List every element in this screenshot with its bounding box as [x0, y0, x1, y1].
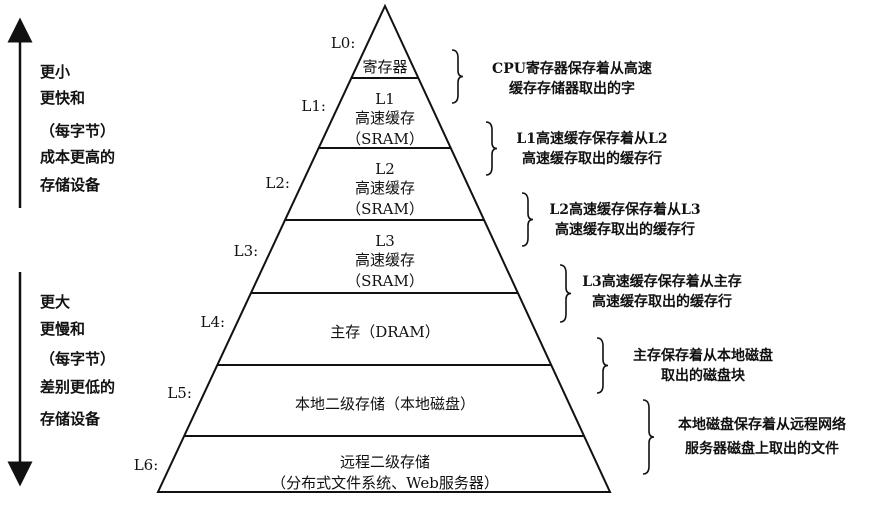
- level-2-text: （SRAM）: [346, 200, 424, 218]
- side-top-line: 更小: [40, 63, 70, 81]
- brace-icon: [521, 192, 534, 247]
- level-1-desc-line: L1高速缓存保存着从L2: [516, 130, 667, 147]
- level-1-label: L1:: [301, 97, 326, 115]
- level-3-text: 高速缓存: [355, 251, 415, 269]
- level-3-text: （SRAM）: [346, 272, 424, 290]
- level-1-text: L1: [375, 90, 395, 108]
- level-3-desc-line: 高速缓存取出的缓存行: [592, 293, 732, 310]
- level-6-label: L6:: [134, 456, 159, 474]
- level-5-text: 本地二级存储（本地磁盘）: [295, 395, 475, 413]
- level-3-text: L3: [375, 232, 395, 250]
- level-1-text: 高速缓存: [355, 109, 415, 127]
- level-0-desc-line: 缓存存储器取出的字: [509, 80, 635, 97]
- level-0: 寄存器 L0:: [331, 34, 408, 76]
- level-4-desc-line: 主存保存着从本地磁盘: [633, 347, 773, 364]
- brace-icon: [559, 264, 572, 323]
- level-5-label: L5:: [167, 384, 192, 402]
- pyramid-outline: [156, 3, 612, 493]
- side-bottom-line: 差别更低的: [40, 378, 115, 396]
- level-2-desc-line: 高速缓存取出的缓存行: [555, 221, 695, 238]
- level-5-desc-line: 本地磁盘保存着从远程网络: [678, 416, 846, 433]
- side-top-line: 成本更高的: [40, 148, 115, 166]
- level-2-text: L2: [375, 160, 395, 178]
- level-3: L3高速缓存 （SRAM） L3:: [234, 232, 424, 290]
- level-dividers: [184, 77, 585, 437]
- brace-icon: [642, 399, 655, 475]
- side-bottom-line: 更慢和: [40, 320, 85, 338]
- side-bottom-line: （每字节）: [40, 350, 115, 368]
- side-top-line: 更快和: [40, 89, 85, 107]
- level-3-desc-line: L3高速缓存保存着从主存: [582, 273, 742, 290]
- level-6: 远程二级存储 （分布式文件系统、Web服务器） L6:: [134, 453, 499, 492]
- level-1-desc: L1高速缓存保存着从L2 高速缓存取出的缓存行: [485, 121, 668, 176]
- level-5: 本地二级存储（本地磁盘） L5:: [167, 384, 475, 413]
- level-0-label: L0:: [331, 34, 356, 52]
- level-1-text: （SRAM）: [346, 130, 424, 148]
- level-6-text: （分布式文件系统、Web服务器）: [271, 474, 499, 492]
- side-top-line: 存储设备: [40, 176, 101, 194]
- level-2-desc: L2高速缓存保存着从L3 高速缓存取出的缓存行: [521, 192, 701, 247]
- level-2-label: L2:: [265, 174, 290, 192]
- brace-icon: [451, 49, 464, 104]
- level-2: L2高速缓存 （SRAM） L2:: [265, 160, 423, 218]
- level-6-text: 远程二级存储: [340, 453, 430, 471]
- brace-icon: [596, 337, 609, 394]
- level-5-desc-line: 服务器磁盘上取出的文件: [685, 440, 839, 457]
- level-4-desc-line: 取出的磁盘块: [661, 367, 746, 384]
- side-top-line: （每字节）: [40, 122, 115, 140]
- level-0-desc-line: CPU寄存器保存着从高速: [492, 60, 652, 77]
- level-4-text: 主存（DRAM）: [330, 323, 440, 341]
- level-1-desc-line: 高速缓存取出的缓存行: [522, 150, 662, 167]
- level-0-text: 寄存器: [362, 58, 407, 76]
- level-2-desc-line: L2高速缓存保存着从L3: [549, 201, 700, 218]
- level-1: L1高速缓存 （SRAM） L1:: [301, 90, 423, 148]
- level-4: 主存（DRAM） L4:: [201, 313, 440, 341]
- level-4-label: L4:: [201, 313, 226, 331]
- brace-icon: [485, 121, 498, 176]
- side-bottom-line: 存储设备: [40, 410, 101, 428]
- side-bottom-line: 更大: [40, 293, 70, 311]
- level-3-label: L3:: [234, 242, 259, 260]
- level-2-text: 高速缓存: [355, 179, 415, 197]
- pyramid-levels: 寄存器L0:L1高速缓存（SRAM）L1:L2高速缓存（SRAM）L2:L3高速…: [134, 34, 499, 492]
